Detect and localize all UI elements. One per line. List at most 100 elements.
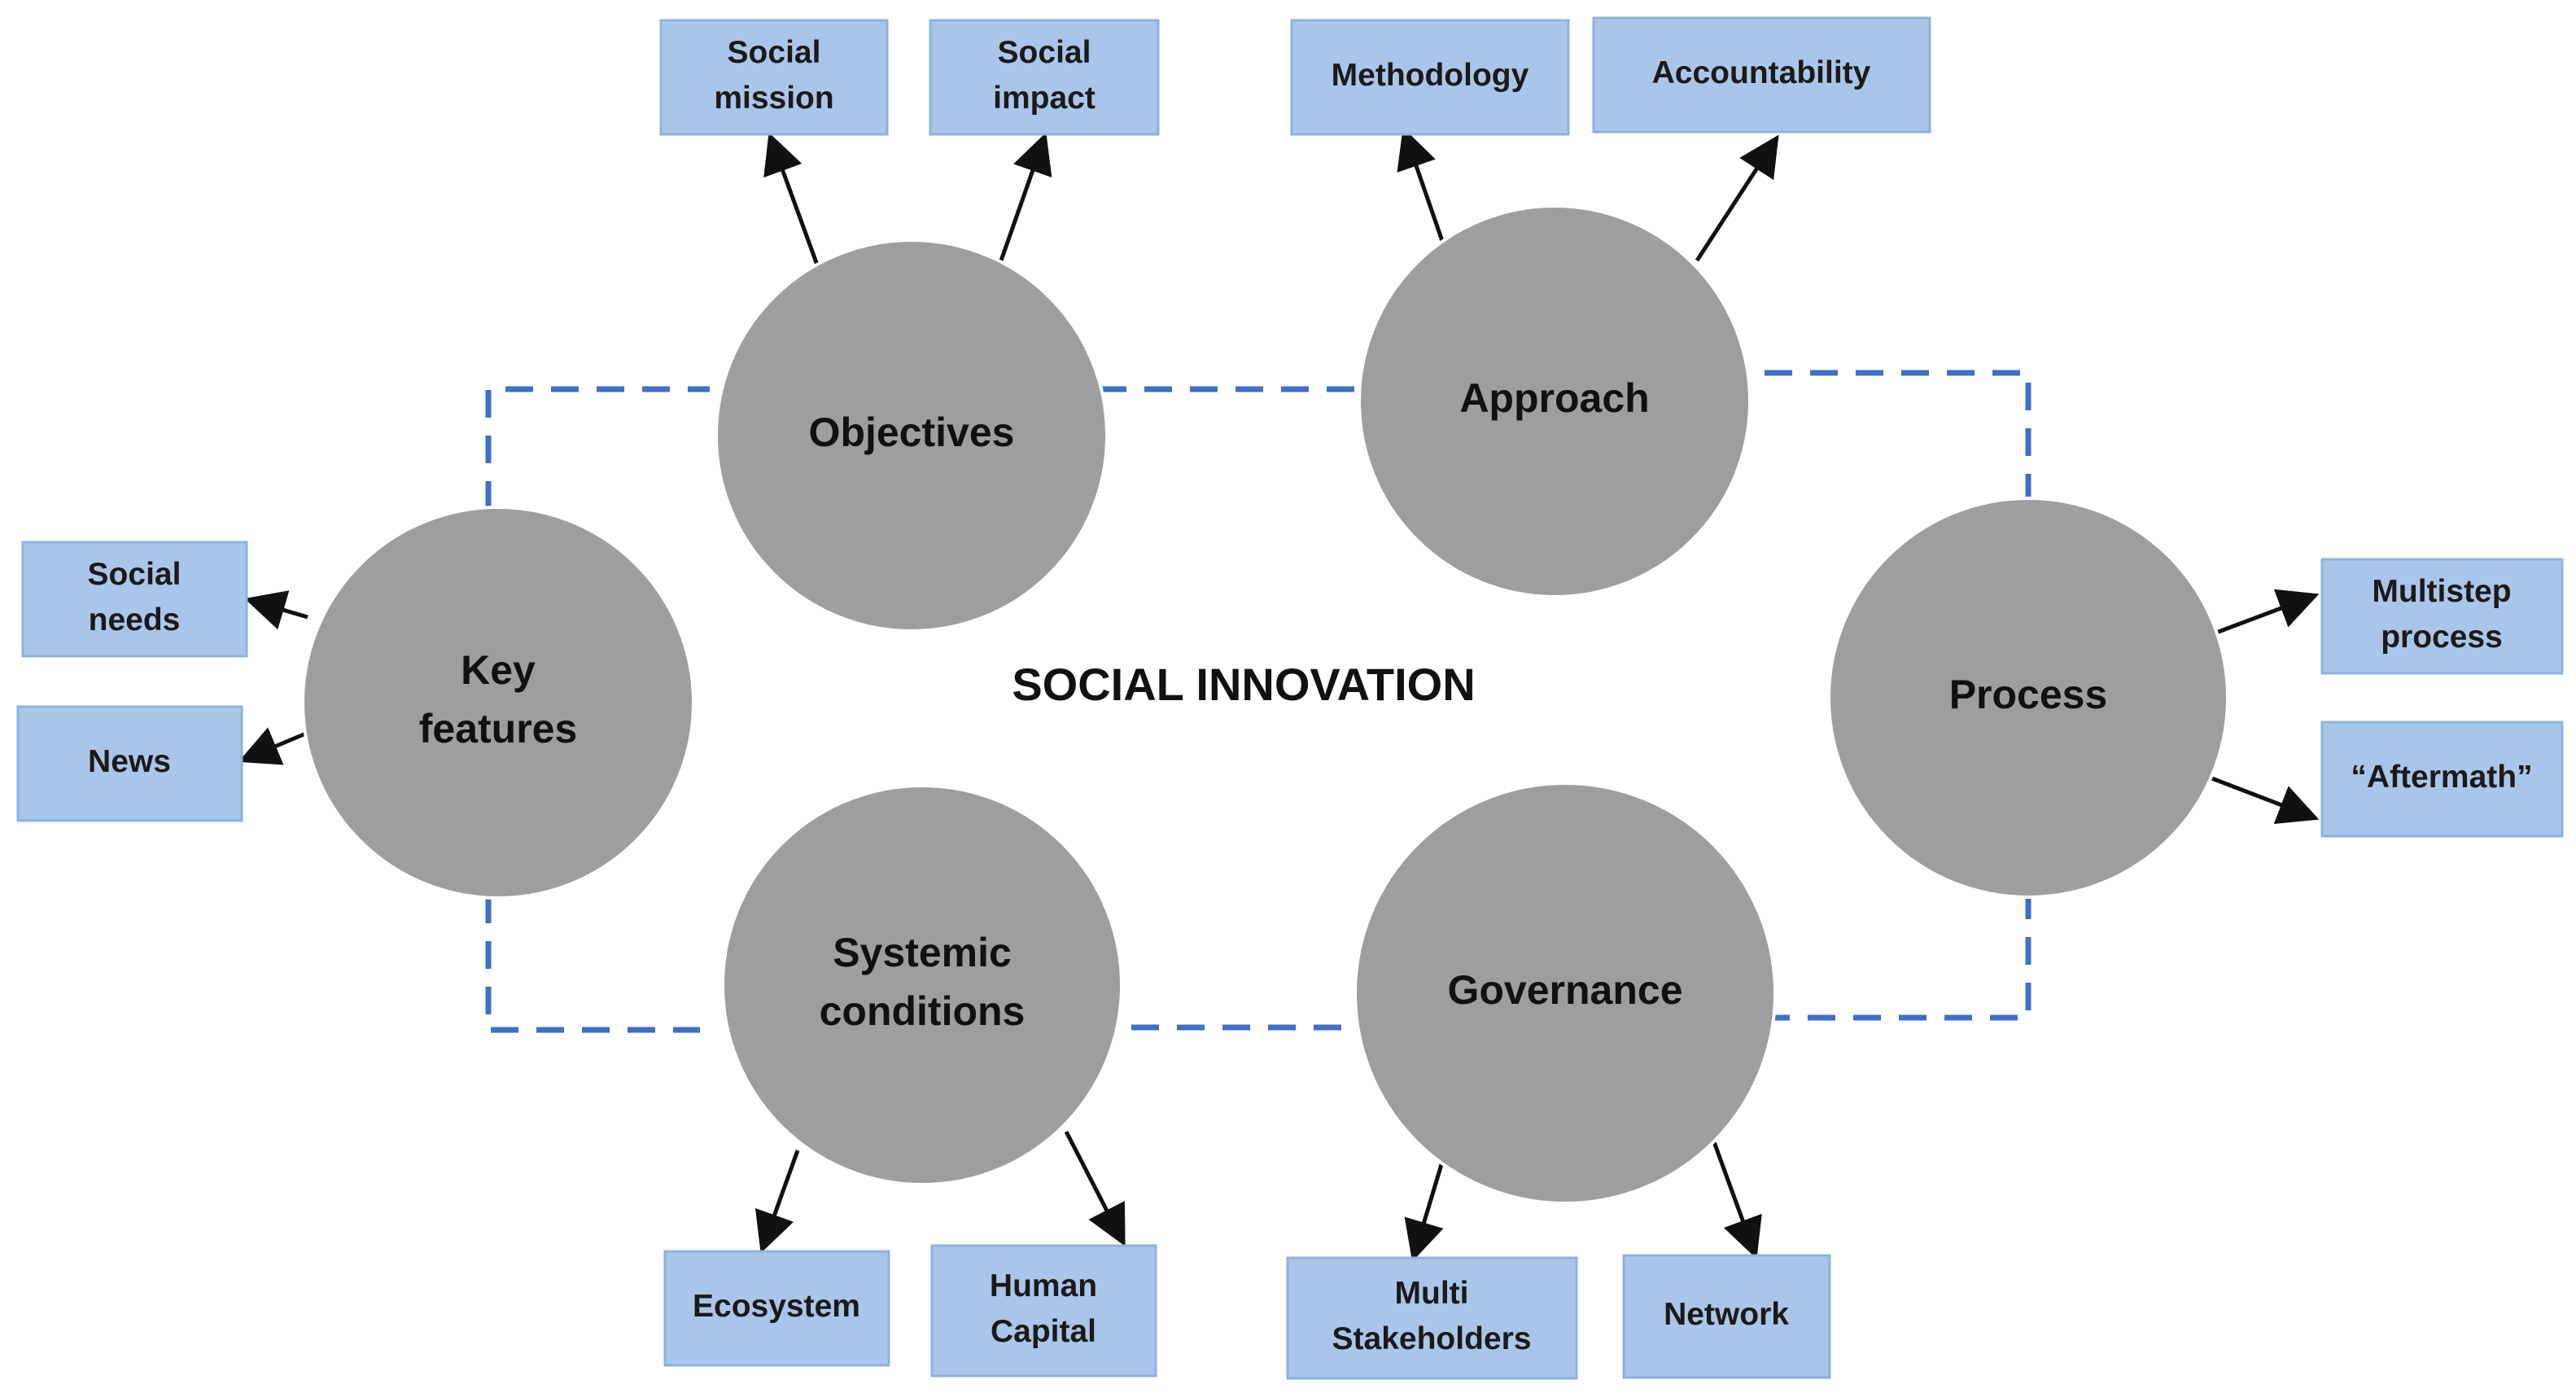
arrow-to-social-mission <box>763 132 820 268</box>
center-title: SOCIAL INNOVATION <box>1012 659 1475 710</box>
box-human-capital-rect <box>930 1244 1157 1378</box>
node-approach-label: Approach <box>1459 375 1649 421</box>
node-approach[interactable]: Approach <box>1358 204 1752 598</box>
arrow-to-aftermath <box>2209 775 2320 824</box>
box-accountability-rect <box>1592 16 1931 134</box>
node-objectives-circle <box>715 239 1109 633</box>
box-methodology-rect <box>1290 19 1570 136</box>
label-line: Process <box>1949 672 2108 717</box>
box-ecosystem-rect <box>663 1250 890 1367</box>
box-news-rect <box>16 705 243 822</box>
label-line: Social <box>88 557 182 592</box>
label-line: Systemic <box>833 930 1012 975</box>
box-social-impact[interactable]: Social impact <box>929 19 1160 136</box>
label-line: Human <box>990 1268 1097 1303</box>
label-line: Multi <box>1395 1276 1469 1311</box>
label-line: “Aftermath” <box>2351 760 2532 795</box>
node-governance[interactable]: Governance <box>1354 782 1777 1205</box>
arrow-to-news <box>238 727 308 765</box>
label-line: Social <box>998 35 1091 70</box>
label-line: conditions <box>820 988 1026 1034</box>
dashed-connectors <box>485 370 2031 1033</box>
label-line: Methodology <box>1332 58 1529 93</box>
box-social-needs-label: Social needs <box>88 557 182 637</box>
box-social-mission-label: Social mission <box>714 35 833 116</box>
node-governance-label: Governance <box>1447 967 1682 1013</box>
label-line: features <box>419 706 578 751</box>
box-ecosystem[interactable]: Ecosystem <box>663 1250 890 1367</box>
box-multi-stakeholders-rect <box>1286 1256 1578 1380</box>
label-line: News <box>88 744 171 779</box>
arrow-to-ecosystem <box>754 1150 800 1254</box>
node-objectives-label: Objectives <box>809 410 1015 455</box>
label-line: Key <box>461 647 536 693</box>
label-line: needs <box>89 602 181 637</box>
dash-keyfeatures-objectives <box>485 386 710 509</box>
label-line: Network <box>1664 1297 1789 1332</box>
box-social-mission[interactable]: Social mission <box>659 19 889 136</box>
box-accountability-label: Accountability <box>1652 55 1871 90</box>
label-line: Ecosystem <box>693 1289 860 1324</box>
box-network[interactable]: Network <box>1622 1254 1831 1379</box>
box-news-label: News <box>88 744 171 779</box>
box-accountability[interactable]: Accountability <box>1592 16 1931 134</box>
label-line: Multistep <box>2372 574 2511 609</box>
arrow-to-network <box>1711 1139 1762 1259</box>
node-systemic-conditions[interactable]: Systemic conditions <box>721 784 1123 1186</box>
node-process-circle <box>1827 497 2229 899</box>
label-line: Governance <box>1447 967 1682 1013</box>
box-multistep-process[interactable]: Multistep process <box>2320 558 2564 675</box>
node-systemic-conditions-label: Systemic conditions <box>820 930 1026 1034</box>
arrow-to-social-impact <box>999 132 1052 261</box>
box-social-needs[interactable]: Social needs <box>21 541 248 658</box>
node-process[interactable]: Process <box>1827 497 2229 899</box>
arrow-to-human-capital <box>1064 1130 1126 1246</box>
arrow-to-methodology <box>1397 127 1445 242</box>
node-process-label: Process <box>1949 672 2108 717</box>
box-social-needs-rect <box>21 541 248 658</box>
node-key-features-circle <box>301 506 695 900</box>
node-systemic-conditions-circle <box>721 784 1123 1186</box>
label-line: Objectives <box>809 410 1015 455</box>
box-social-impact-rect <box>929 19 1160 136</box>
label-line: mission <box>714 81 833 116</box>
box-methodology[interactable]: Methodology <box>1290 19 1570 136</box>
dash-keyfeatures-systemic <box>485 896 700 1033</box>
label-line: process <box>2381 620 2503 655</box>
leaf-boxes: Social mission Social impact Methodology A… <box>16 16 2564 1380</box>
box-multistep-process-label: Multistep process <box>2372 574 2511 655</box>
box-aftermath-rect <box>2320 721 2564 838</box>
node-key-features[interactable]: Key features <box>301 506 695 900</box>
label-line: Social <box>728 35 821 70</box>
box-network-label: Network <box>1664 1297 1789 1332</box>
box-social-impact-label: Social impact <box>993 35 1096 116</box>
box-aftermath-label: “Aftermath” <box>2351 760 2532 795</box>
box-network-rect <box>1622 1254 1831 1379</box>
dash-governance-process <box>1762 891 2031 1021</box>
label-line: impact <box>993 81 1096 116</box>
node-objectives[interactable]: Objectives <box>715 239 1109 633</box>
box-aftermath[interactable]: “Aftermath” <box>2320 721 2564 838</box>
node-key-features-label: Key features <box>419 647 578 751</box>
node-governance-circle <box>1354 782 1777 1205</box>
box-social-mission-rect <box>659 19 889 136</box>
arrows <box>238 127 2320 1262</box>
box-ecosystem-label: Ecosystem <box>693 1289 860 1324</box>
label-line: Approach <box>1459 375 1649 421</box>
box-methodology-label: Methodology <box>1332 58 1529 93</box>
label-line: Capital <box>991 1314 1096 1349</box>
label-line: Stakeholders <box>1332 1321 1532 1356</box>
label-line: Accountability <box>1652 55 1871 90</box>
arrow-to-multistep-process <box>2209 589 2320 637</box>
box-multistep-process-rect <box>2320 558 2564 675</box>
arrow-to-multi-stakeholders <box>1404 1153 1447 1262</box>
arrow-to-social-needs <box>244 590 308 630</box>
dash-approach-process <box>1765 370 2031 505</box>
box-news[interactable]: News <box>16 705 243 822</box>
